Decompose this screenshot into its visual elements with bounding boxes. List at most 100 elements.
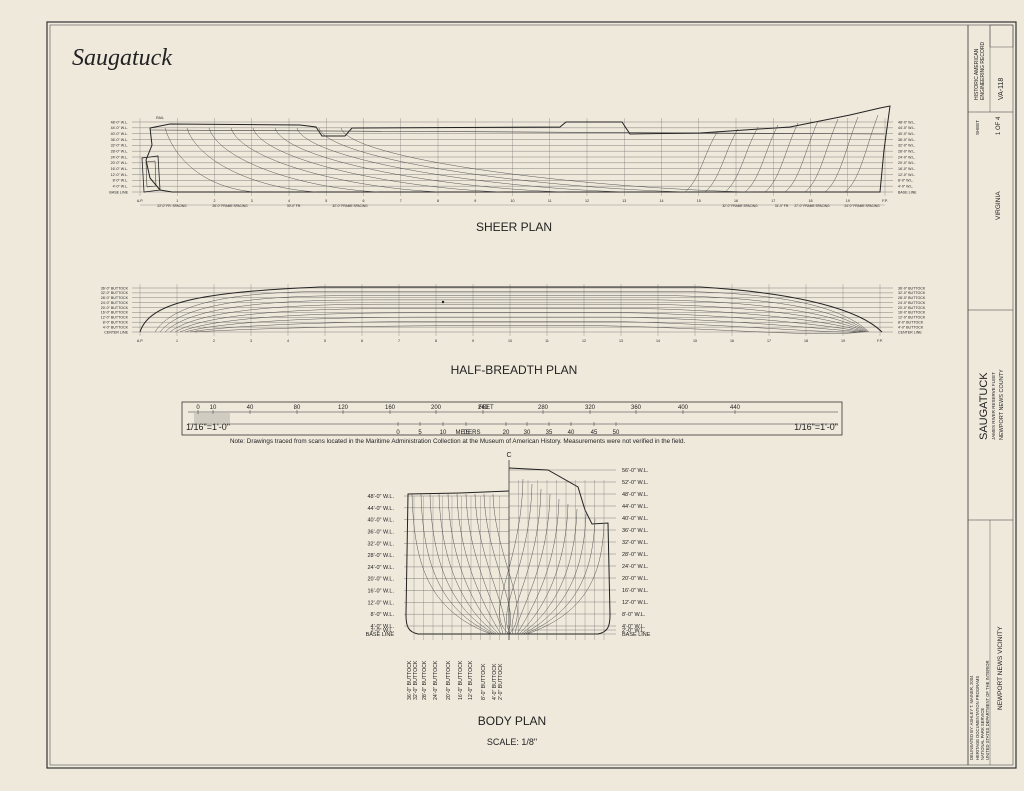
delineator: DELINEATED BY: ASHLEY T. MAINER, 2004 xyxy=(969,675,974,760)
body-section-left xyxy=(411,493,492,635)
body-right-wl-label: 32'-0" W.L. xyxy=(622,540,649,546)
sheer-spacing-label: 27'-0" FRAME SPACING xyxy=(794,204,830,208)
sheer-wl-label-right: 8'-0" W.L. xyxy=(898,179,913,183)
scale-feet-tick-label: 240 xyxy=(478,405,489,411)
hb-station-label: 19 xyxy=(841,339,845,343)
body-right-wl-label: 44'-0" W.L. xyxy=(622,504,649,510)
hb-waterline-curve xyxy=(174,308,866,333)
sheer-bow-buttock xyxy=(724,126,759,193)
location-name: NEWPORT NEWS VICINITY xyxy=(997,626,1004,710)
hb-waterline-curve xyxy=(169,303,867,333)
hb-waterline-curve xyxy=(189,321,863,333)
hb-waterline-curve xyxy=(179,312,865,333)
sheer-wl-label-right: 36'-0" W.L. xyxy=(898,138,915,142)
body-section-right xyxy=(518,503,569,635)
body-buttock-label: 8'-0" BUTTOCK xyxy=(481,663,487,700)
hb-label-left: 28'-0" BUTTOCK xyxy=(101,296,129,300)
body-left-wl-label: 36'-0" W.L. xyxy=(367,529,394,535)
body-left-wl-label: 2'-0" W.L. xyxy=(371,628,395,634)
sheer-bow-buttock xyxy=(824,116,859,193)
sheer-wl-label-left: 48'-0" W.L. xyxy=(111,120,128,124)
body-buttock-label: 32'-0" BUTTOCK xyxy=(413,660,419,700)
sheer-wl-label-left: 36'-0" W.L. xyxy=(111,138,128,142)
sheer-wl-label-left: 4'-0" W.L. xyxy=(113,184,128,188)
survey-line-1: HISTORIC AMERICAN xyxy=(974,48,980,100)
sheer-station-label: 2 xyxy=(214,199,216,203)
hb-station-label: 2 xyxy=(213,339,215,343)
scale-label-right: 1/16"=1'-0" xyxy=(794,422,838,432)
hb-station-label: 8 xyxy=(435,339,437,343)
body-section-left xyxy=(492,493,518,635)
body-right-wl-label: BASE LINE xyxy=(622,632,651,638)
hb-station-label: 17 xyxy=(767,339,771,343)
scale-feet-tick-label: 200 xyxy=(431,405,442,411)
hb-waterline-curve xyxy=(164,299,868,333)
sheer-stern-buttock xyxy=(164,127,256,193)
sheer-station-label: A.P. xyxy=(137,199,143,203)
hb-station-label: 3 xyxy=(250,339,252,343)
sheer-wl-label-left: 40'-0" W.L. xyxy=(111,132,128,136)
scale-feet-tick-label: 320 xyxy=(585,405,596,411)
sheer-station-label: 10 xyxy=(511,199,515,203)
hb-label-right: 8'-0" BUTTOCK xyxy=(898,321,924,325)
sheet-inner-border xyxy=(49,24,1014,766)
title-block: HISTORIC AMERICAN ENGINEERING RECORD VA-… xyxy=(967,24,1014,765)
body-buttock-label: 20'-0" BUTTOCK xyxy=(446,660,452,700)
sheer-station-label: 19 xyxy=(846,199,850,203)
body-left-wl-label: 12'-0" W.L. xyxy=(367,600,394,606)
body-buttock-label: 36'-0" BUTTOCK xyxy=(407,660,413,700)
hb-label-left: 20'-0" BUTTOCK xyxy=(101,306,129,310)
sheer-station-label: 15 xyxy=(697,199,701,203)
body-buttock-label: 4'-0" BUTTOCK xyxy=(492,663,498,700)
sheer-wl-label-left: 28'-0" W.L. xyxy=(111,149,128,153)
scale-feet-tick-label: 10 xyxy=(210,405,217,411)
body-section-right xyxy=(526,523,605,635)
sheer-wl-label-right: 44'-0" W.L. xyxy=(898,126,915,130)
hb-station-label: 12 xyxy=(582,339,586,343)
sheet-number: 1 OF 4 xyxy=(996,116,1002,135)
body-section-left xyxy=(438,493,498,635)
sheer-bow-buttock xyxy=(764,122,799,193)
sheer-station-label: 8 xyxy=(437,199,439,203)
sheer-station-label: 16 xyxy=(734,199,738,203)
body-right-wl-label: 4'-0" W.L. xyxy=(622,624,646,630)
body-buttock-label: 24'-0" BUTTOCK xyxy=(433,660,439,700)
body-left-wl-label: 32'-0" W.L. xyxy=(367,541,394,547)
body-section-left xyxy=(429,493,496,635)
hb-waterline-curve xyxy=(184,316,864,333)
body-right-wl-label: 2'-0" W.L. xyxy=(622,628,646,634)
sheer-wl-label-left: 24'-0" W.L. xyxy=(111,155,128,159)
sheer-wl-label-right: 32'-0" W.L. xyxy=(898,144,915,148)
hb-label-right: 28'-0" BUTTOCK xyxy=(898,296,926,300)
sheer-wl-label-right: 12'-0" W.L. xyxy=(898,173,915,177)
sheer-spacing-label: 24'-0" FRAME SPACING xyxy=(844,204,880,208)
scale-meter-tick-label: 45 xyxy=(591,430,598,436)
half-breadth-heading: HALF-BREADTH PLAN xyxy=(451,363,578,377)
body-buttock-label: 28'-0" BUTTOCK xyxy=(422,660,428,700)
body-right-wl-label: 52'-0" W.L. xyxy=(622,480,649,486)
sheer-wl-label-right: 4'-0" W.L. xyxy=(898,184,913,188)
hb-label-right: 20'-0" BUTTOCK xyxy=(898,306,926,310)
body-left-wl-label: 48'-0" W.L. xyxy=(367,494,394,500)
scale-feet-tick-label: 400 xyxy=(678,405,689,411)
hb-station-label: 16 xyxy=(730,339,734,343)
sheet-label: SHEET xyxy=(975,120,980,135)
hb-label-right: 16'-0" BUTTOCK xyxy=(898,311,926,315)
sheer-bow-buttock xyxy=(804,118,839,193)
sheer-wl-label-left: BASE LINE xyxy=(109,190,128,194)
sheer-rudder xyxy=(141,155,161,193)
sheer-wl-label-left: 44'-0" W.L. xyxy=(111,126,128,130)
hb-label-right: 4'-0" BUTTOCK xyxy=(898,325,924,329)
body-left-wl-label: 4'-0" W.L. xyxy=(371,624,395,630)
sheer-bow-buttock xyxy=(744,124,779,193)
sheer-station-label: 14 xyxy=(660,199,664,203)
scale-label-left: 1/16"=1'-0" xyxy=(186,422,230,432)
drawing-note: Note: Drawings traced from scans located… xyxy=(230,438,685,445)
sheer-stern-buttock xyxy=(340,127,752,193)
hb-station-label: 7 xyxy=(398,339,400,343)
hb-label-left: 4'-0" BUTTOCK xyxy=(103,325,129,329)
body-right-wl-label: 16'-0" W.L. xyxy=(622,588,649,594)
sheer-bow-buttock xyxy=(704,128,739,193)
body-section-right xyxy=(522,513,587,635)
sheer-hull-outline xyxy=(145,105,891,193)
